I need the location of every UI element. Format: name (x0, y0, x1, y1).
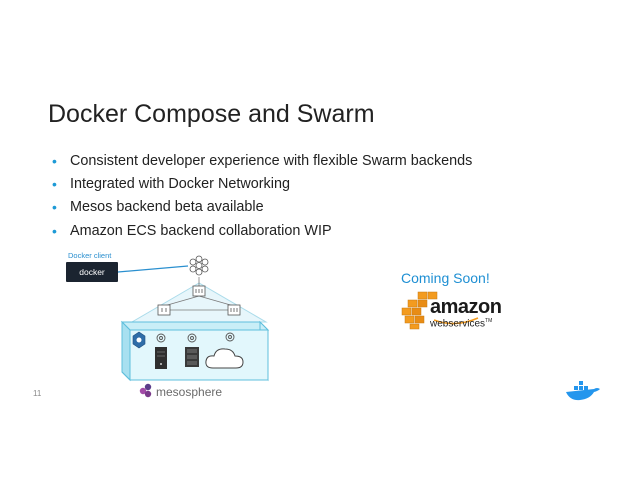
slide-number: 11 (33, 389, 42, 398)
client-connection-line (117, 265, 189, 273)
aws-subtitle: webservicesTM (430, 318, 492, 329)
manager-node-icon (227, 304, 241, 316)
bullet-list: Consistent developer experience with fle… (50, 150, 472, 243)
mesosphere-wordmark: mesosphere (156, 385, 223, 399)
server-rack-icon (185, 347, 199, 367)
docker-client-label: Docker client (68, 251, 112, 260)
swarm-cluster-icon (189, 255, 209, 276)
cloud-icon (205, 348, 244, 369)
aws-trademark: TM (485, 318, 493, 324)
aws-wordmark: amazon (430, 296, 502, 318)
manager-node-icon (157, 304, 171, 316)
gear-icon (187, 333, 197, 343)
docker-whale-icon (566, 381, 600, 401)
slide-title: Docker Compose and Swarm (48, 100, 375, 128)
docker-client-box: docker (66, 262, 118, 282)
gear-icon (225, 332, 235, 342)
cluster-node-icon (132, 331, 146, 349)
manager-node-icon (192, 285, 206, 297)
coming-soon-text: Coming Soon! (401, 270, 490, 286)
infrastructure-cube (120, 320, 270, 382)
bullet-item: Amazon ECS backend collaboration WIP (50, 220, 472, 243)
aws-subtitle-text: webservices (430, 318, 486, 330)
bullet-item: Mesos backend beta available (50, 196, 472, 219)
bullet-item: Consistent developer experience with fle… (50, 150, 472, 173)
gear-icon (156, 333, 166, 343)
roof-shape (130, 282, 268, 323)
mesosphere-logo (139, 383, 152, 398)
server-tower-icon (155, 347, 167, 369)
bullet-item: Integrated with Docker Networking (50, 173, 472, 196)
